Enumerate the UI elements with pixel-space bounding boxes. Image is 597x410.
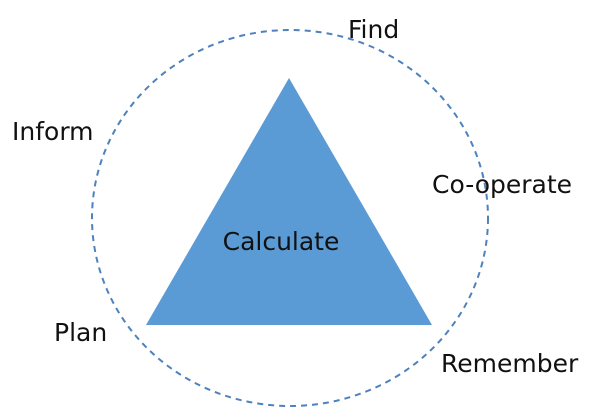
label-inform: Inform xyxy=(12,117,94,146)
label-find: Find xyxy=(348,15,399,44)
label-remember: Remember xyxy=(441,349,579,378)
center-triangle xyxy=(146,78,432,325)
center-label: Calculate xyxy=(223,227,340,256)
label-co-operate: Co-operate xyxy=(432,170,572,199)
dashed-cycle-circle xyxy=(91,29,489,407)
label-plan: Plan xyxy=(54,318,107,347)
